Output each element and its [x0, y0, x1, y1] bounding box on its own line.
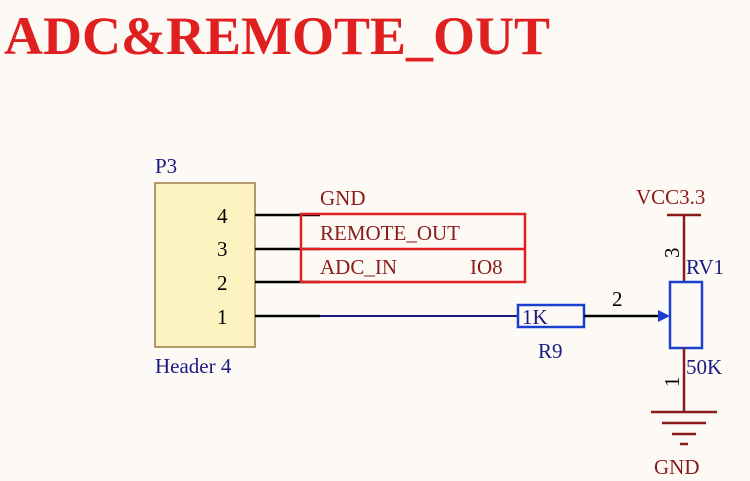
pot-pin-bottom: 1	[660, 377, 684, 388]
net-label-gnd-bottom: GND	[654, 455, 700, 479]
pin-label-1: 1	[217, 305, 228, 329]
pot-pin-top: 3	[660, 248, 684, 259]
net-label-io8: IO8	[470, 255, 503, 279]
header-body	[154, 182, 256, 348]
pin-label-4: 4	[217, 204, 228, 228]
connector-name: Header 4	[155, 354, 232, 378]
potentiometer-rv1-body	[668, 280, 704, 350]
net-label-vcc: VCC3.3	[636, 185, 705, 209]
pot-pin-wiper: 2	[612, 287, 623, 311]
resistor-value: 1K	[522, 305, 548, 329]
pot-designator: RV1	[686, 255, 724, 279]
pot-value: 50K	[686, 355, 722, 379]
wiper-arrow	[658, 310, 670, 322]
pin-label-3: 3	[217, 237, 228, 261]
net-label-adc-in: ADC_IN	[320, 255, 397, 279]
resistor-designator: R9	[538, 339, 563, 363]
connector-designator: P3	[155, 154, 177, 178]
pin-label-2: 2	[217, 271, 228, 295]
net-label-gnd: GND	[320, 186, 366, 210]
net-label-remote-out: REMOTE_OUT	[320, 221, 460, 245]
schematic-title: ADC&REMOTE_OUT	[4, 6, 550, 66]
